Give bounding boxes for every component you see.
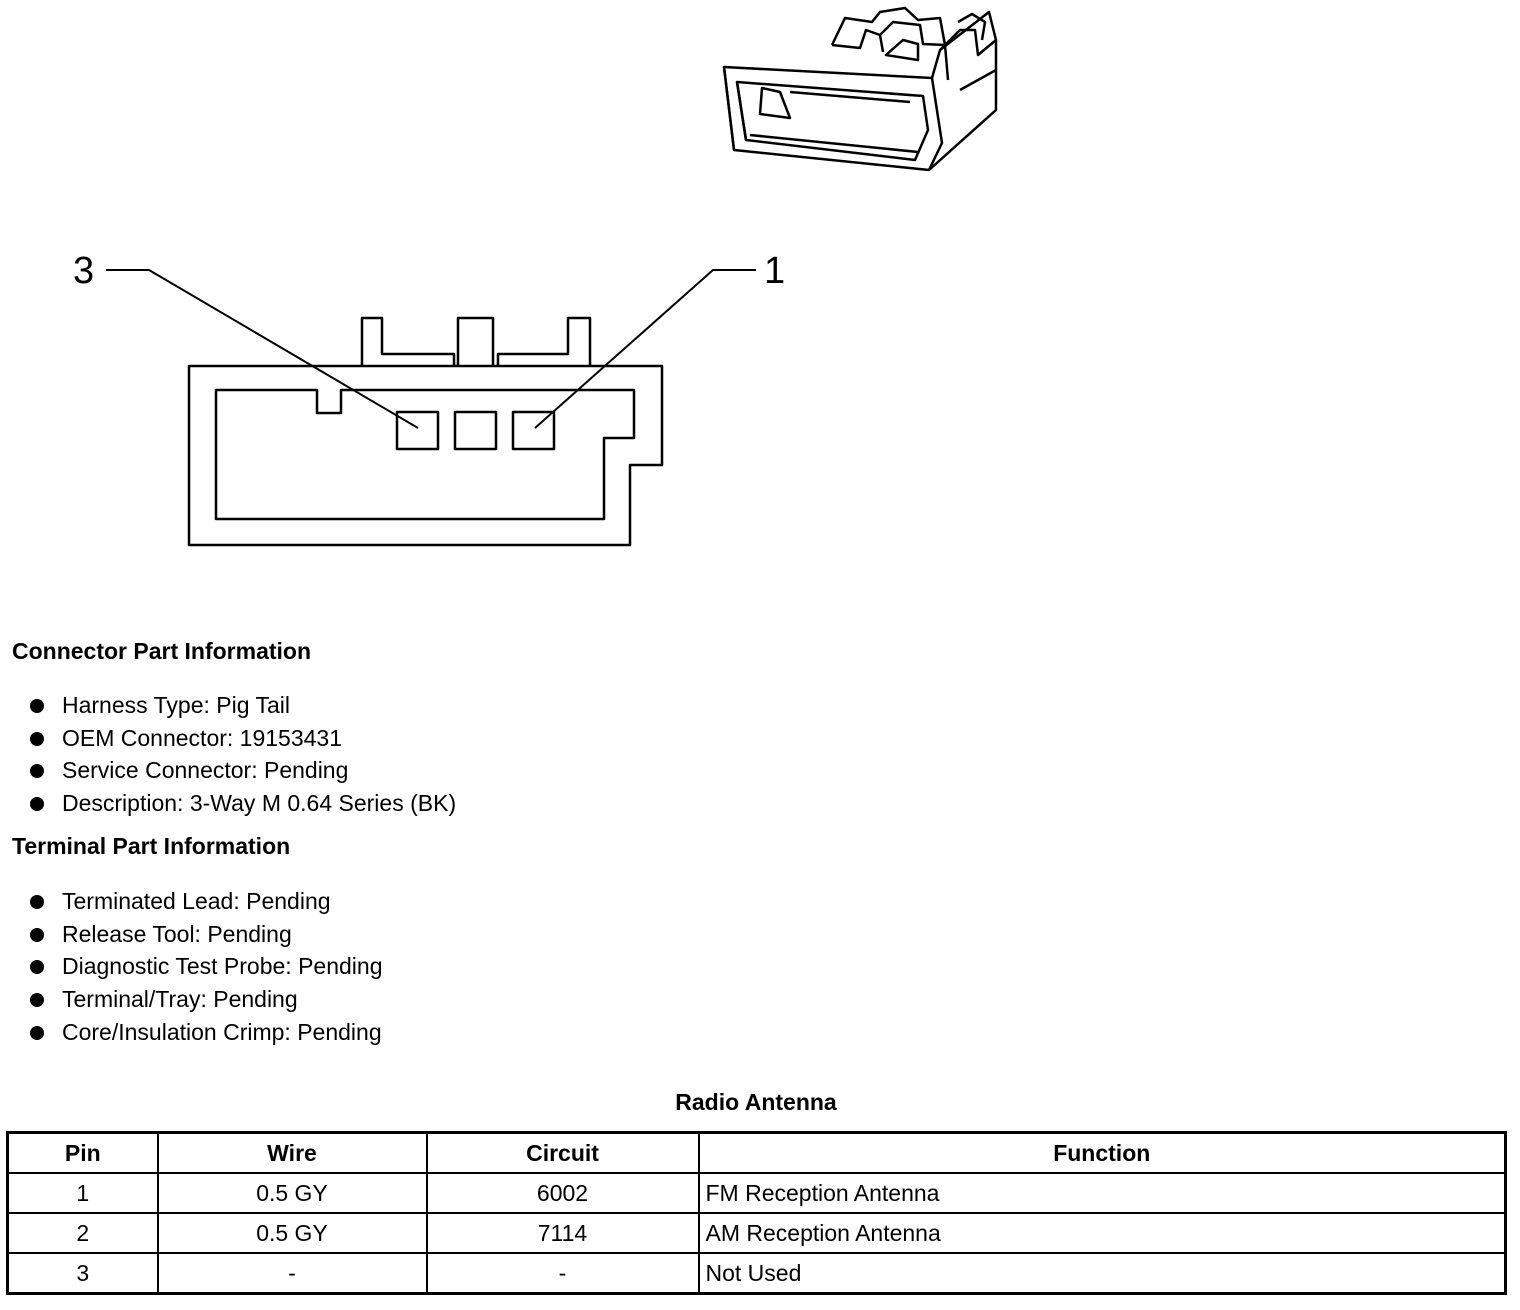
list-item-text: Description: 3-Way M 0.64 Series (BK) xyxy=(62,790,457,817)
connector-info-heading: Connector Part Information xyxy=(12,638,312,664)
list-item-text: Harness Type: Pig Tail xyxy=(62,692,290,718)
list-item: Terminal/Tray: Pending xyxy=(28,983,383,1016)
bullet-icon xyxy=(30,764,44,779)
column-header-circuit: Circuit xyxy=(425,1131,700,1174)
cell-circuit: 6002 xyxy=(425,1172,700,1214)
connector-info-list: Harness Type: Pig Tail OEM Connector: 19… xyxy=(28,689,456,820)
terminal-info-heading: Terminal Part Information xyxy=(12,833,291,859)
bullet-icon xyxy=(30,960,44,975)
bullet-icon xyxy=(30,797,44,812)
bullet-icon xyxy=(30,993,44,1008)
terminal-info-list: Terminated Lead: Pending Release Tool: P… xyxy=(28,885,383,1048)
table-title: Radio Antenna xyxy=(675,1089,837,1115)
table-header-row: Pin Wire Circuit Function xyxy=(6,1131,1507,1174)
pin-label-1: 1 xyxy=(764,250,786,292)
cell-function: Not Used xyxy=(697,1252,1507,1295)
pin-leader-lines xyxy=(106,269,756,429)
cell-wire: 0.5 GY xyxy=(156,1172,428,1214)
pin-table: Pin Wire Circuit Function 1 0.5 GY 6002 … xyxy=(6,1131,1507,1295)
terminal-cavity-2 xyxy=(453,410,498,451)
connector-3d-view xyxy=(722,6,998,172)
connector-diagram xyxy=(106,6,998,547)
list-item-text: Terminal/Tray: Pending xyxy=(62,986,298,1013)
pin-label-3: 3 xyxy=(73,250,95,292)
list-item-text: OEM Connector: 19153431 xyxy=(62,724,343,751)
cell-pin: 3 xyxy=(6,1252,159,1295)
list-item: Core/Insulation Crimp: Pending xyxy=(28,1016,383,1049)
cell-pin: 2 xyxy=(6,1212,159,1254)
bullet-icon xyxy=(30,895,44,909)
list-item: OEM Connector: 19153431 xyxy=(28,722,456,755)
terminal-cavity-3 xyxy=(395,410,440,451)
list-item-text: Service Connector: Pending xyxy=(62,757,349,784)
bullet-icon xyxy=(30,1025,44,1040)
list-item-text: Diagnostic Test Probe: Pending xyxy=(62,953,383,980)
table-row: 2 0.5 GY 7114 AM Reception Antenna xyxy=(6,1212,1507,1254)
connector-face-view xyxy=(187,316,664,547)
column-header-wire: Wire xyxy=(156,1131,428,1174)
list-item-text: Release Tool: Pending xyxy=(62,920,292,947)
cell-function: AM Reception Antenna xyxy=(697,1212,1507,1254)
cell-wire: - xyxy=(156,1252,428,1295)
column-header-pin: Pin xyxy=(6,1131,159,1174)
cell-circuit: 7114 xyxy=(425,1212,700,1254)
table-row: 3 - - Not Used xyxy=(6,1252,1507,1295)
list-item-text: Core/Insulation Crimp: Pending xyxy=(62,1018,382,1045)
list-item: Terminated Lead: Pending xyxy=(28,885,383,918)
cell-pin: 1 xyxy=(6,1172,159,1214)
list-item: Service Connector: Pending xyxy=(28,754,456,787)
terminal-cavity-1 xyxy=(511,410,556,451)
cell-circuit: - xyxy=(425,1252,700,1295)
list-item-text: Terminated Lead: Pending xyxy=(62,888,331,914)
bullet-icon xyxy=(30,731,44,746)
table-row: 1 0.5 GY 6002 FM Reception Antenna xyxy=(6,1172,1507,1214)
column-header-function: Function xyxy=(697,1131,1507,1174)
bullet-icon xyxy=(30,699,44,713)
cell-wire: 0.5 GY xyxy=(156,1212,428,1254)
cell-function: FM Reception Antenna xyxy=(697,1172,1507,1214)
list-item: Diagnostic Test Probe: Pending xyxy=(28,950,383,983)
list-item: Description: 3-Way M 0.64 Series (BK) xyxy=(28,787,456,820)
list-item: Release Tool: Pending xyxy=(28,918,383,951)
list-item: Harness Type: Pig Tail xyxy=(28,689,456,722)
bullet-icon xyxy=(30,927,44,942)
